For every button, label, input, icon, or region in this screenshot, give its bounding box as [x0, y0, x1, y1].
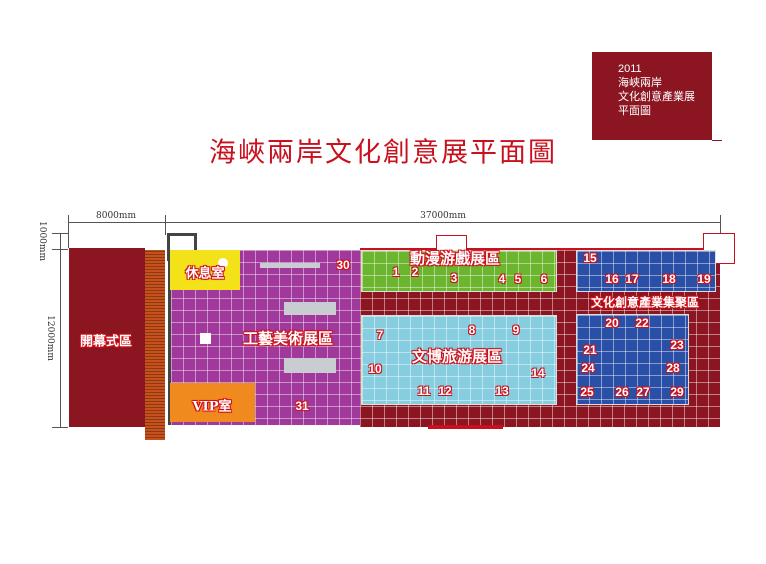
- display-shelf: [284, 358, 336, 373]
- booth-number: 27: [636, 385, 650, 399]
- stage-steps: [145, 250, 165, 440]
- booth-number: 9: [512, 323, 520, 337]
- info-line: 海峽兩岸: [618, 77, 662, 89]
- display-shelf: [260, 263, 320, 268]
- booth-number: 16: [605, 272, 619, 286]
- zone-label-rest: 休息室: [185, 266, 225, 282]
- dimension-line: [166, 222, 720, 223]
- booth-number: 25: [580, 385, 594, 399]
- zone-label-crafts: 工藝美術展區: [242, 329, 334, 348]
- table: [218, 258, 228, 268]
- zone-label-opening: 開幕式區: [79, 334, 133, 350]
- booth-number: 26: [615, 385, 629, 399]
- opening-area: [69, 248, 145, 427]
- dimension-width-left: 8000mm: [94, 211, 138, 221]
- booth-number: 6: [540, 272, 548, 286]
- display-shelf: [284, 302, 336, 315]
- booth-number: 11: [417, 384, 431, 398]
- booth-number: 1: [392, 265, 400, 279]
- animation-area: [361, 250, 557, 292]
- booth-number: 23: [670, 338, 684, 352]
- booth-number: 29: [670, 385, 684, 399]
- rest-room: [170, 250, 240, 290]
- info-year: 2011: [618, 63, 642, 75]
- zone-label-vip: VIP室: [192, 399, 232, 415]
- exit: [428, 425, 503, 429]
- dimension-tick: [52, 249, 68, 250]
- zone-label-animation: 動漫游戲展區: [409, 249, 501, 268]
- creative-booths-block: [576, 314, 689, 405]
- booth-number: 8: [468, 323, 476, 337]
- vip-room: [170, 383, 255, 422]
- booth-number: 4: [498, 272, 506, 286]
- dimension-height-top: 1000mm: [37, 221, 47, 261]
- booth-number: 20: [605, 316, 619, 330]
- booth-number: 2: [411, 265, 419, 279]
- booth-number: 10: [368, 362, 382, 376]
- dimension-tick: [68, 215, 69, 248]
- page-title: 海峽兩岸文化創意展平面圖: [209, 137, 557, 169]
- dimension-width-right: 37000mm: [418, 211, 468, 221]
- booth-number: 15: [583, 251, 597, 265]
- dimension-line: [60, 233, 61, 427]
- booth-number: 19: [697, 272, 711, 286]
- booth-number: 22: [635, 316, 649, 330]
- culture-tourism-area: [361, 315, 557, 405]
- dimension-height-main: 12000mm: [45, 313, 55, 363]
- dimension-tick: [52, 427, 68, 428]
- booth-number: 21: [583, 343, 597, 357]
- dimension-line: [68, 222, 165, 223]
- creative-booths-top: [576, 250, 716, 292]
- display-stand: [200, 333, 211, 344]
- booth-number: 5: [514, 272, 522, 286]
- entrance: [436, 235, 467, 251]
- booth-number: 14: [531, 366, 545, 380]
- booth-number: 28: [666, 361, 680, 375]
- zone-label-creative-cluster: 文化創意產業集聚區: [590, 295, 700, 310]
- booth-number: 30: [336, 258, 350, 272]
- dimension-tick: [52, 233, 68, 234]
- dimension-tick: [165, 215, 166, 235]
- booth-number: 24: [581, 361, 595, 375]
- info-line: 文化創意產業展: [618, 91, 695, 103]
- info-box-accent: [712, 140, 722, 141]
- zone-label-culture-tourism: 文博旅游展區: [411, 347, 503, 366]
- info-line: 平面圖: [618, 105, 651, 117]
- booth-number: 17: [625, 272, 639, 286]
- dimension-tick: [720, 215, 721, 235]
- booth-number: 18: [662, 272, 676, 286]
- booth-number: 13: [495, 384, 509, 398]
- booth-number: 31: [295, 399, 309, 413]
- booth-number: 7: [376, 328, 384, 342]
- booth-number: 3: [450, 271, 458, 285]
- booth-number: 12: [438, 384, 452, 398]
- info-box: 2011 海峽兩岸 文化創意產業展 平面圖: [592, 52, 712, 140]
